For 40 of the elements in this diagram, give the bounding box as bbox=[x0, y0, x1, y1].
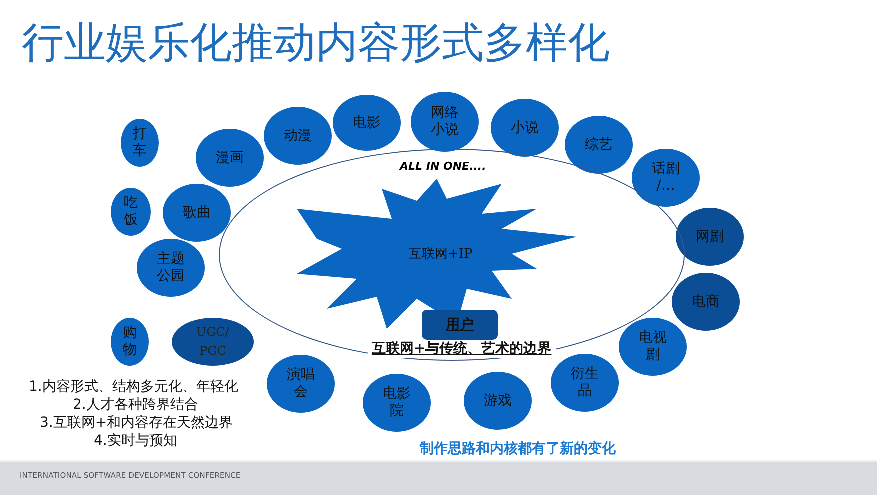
topic-circle bbox=[565, 116, 633, 174]
node-text: 主题公园 bbox=[156, 251, 186, 285]
node-text: 衍生品 bbox=[570, 366, 600, 400]
node-text: 游戏 bbox=[484, 392, 512, 410]
node-text: 电影 bbox=[353, 114, 381, 132]
note-text: 制作思路和内核都有了新的变化 bbox=[420, 440, 616, 458]
topic-circle bbox=[619, 318, 687, 376]
node-text: 电视剧 bbox=[638, 330, 668, 364]
topic-circle bbox=[672, 273, 740, 331]
node-text: 歌曲 bbox=[183, 204, 211, 222]
node-text: 话剧/… bbox=[652, 161, 680, 195]
node-text: UGC/PGC bbox=[196, 324, 230, 360]
topic-circle bbox=[121, 119, 159, 167]
topic-circle bbox=[163, 184, 231, 242]
topic-circle bbox=[111, 188, 151, 236]
node-text: 演唱会 bbox=[286, 367, 316, 401]
node-text: 用户 bbox=[446, 316, 474, 334]
node-text: 互联网+IP bbox=[409, 246, 473, 263]
node-text: 漫画 bbox=[216, 150, 244, 166]
node-text: 吃饭 bbox=[123, 195, 139, 229]
list-item: 4.实时与预知 bbox=[94, 432, 178, 450]
node-text: 打车 bbox=[132, 126, 148, 160]
topic-circle bbox=[264, 107, 332, 165]
rounded-box bbox=[422, 310, 498, 340]
list-item: 3.互联网+和内容存在天然边界 bbox=[40, 414, 234, 432]
topic-circle bbox=[111, 318, 149, 366]
node-text: 动漫 bbox=[284, 128, 312, 144]
node-text: 小说 bbox=[511, 120, 539, 136]
node-text: 综艺 bbox=[585, 136, 613, 154]
node-text: 购物 bbox=[122, 325, 138, 359]
list-item: 2.人才各种跨界结合 bbox=[73, 396, 198, 414]
node-text: ALL IN ONE.... bbox=[400, 160, 486, 173]
underlined-caption: 互联网+与传统、艺术的边界 bbox=[368, 340, 556, 358]
list-item: 1.内容形式、结构多元化、年轻化 bbox=[29, 378, 238, 396]
topic-circle bbox=[676, 208, 744, 266]
node-text: 电商 bbox=[692, 294, 720, 310]
slide-title: 行业娱乐化推动内容形式多样化 bbox=[22, 18, 610, 68]
node-text: 网络小说 bbox=[430, 105, 460, 139]
node-text: 网剧 bbox=[696, 228, 724, 246]
node-text: 电影院 bbox=[382, 386, 412, 420]
